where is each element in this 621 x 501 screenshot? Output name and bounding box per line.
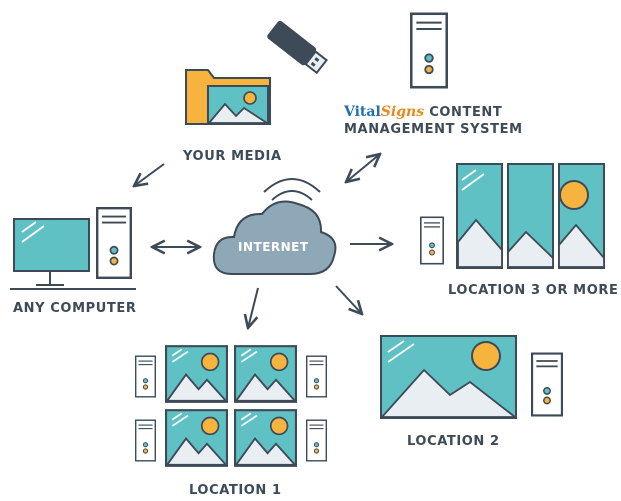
location-2-label: LOCATION 2 (407, 434, 500, 449)
server-tower-icon (531, 352, 563, 417)
display-screen-icon (165, 345, 228, 403)
usb-drive-icon (267, 20, 328, 75)
display-screen-icon (165, 409, 228, 467)
brand-vital: Vital (343, 104, 381, 120)
server-tower-icon (306, 355, 327, 398)
display-screen-icon (507, 163, 554, 269)
server-tower-icon (420, 216, 444, 265)
folder-image-icon (185, 69, 271, 125)
your-media-label: YOUR MEDIA (182, 149, 282, 164)
arrow-cloud-cms (346, 154, 380, 182)
location-3-label: LOCATION 3 OR MORE (448, 283, 618, 298)
display-screen-icon (379, 335, 518, 419)
desktop-monitor-icon (13, 218, 90, 286)
display-screen-icon (456, 163, 503, 269)
location-1-label: LOCATION 1 (189, 483, 282, 498)
server-tower-icon (135, 419, 156, 462)
brand-signs: Signs (381, 104, 424, 120)
cms-label-line2: MANAGEMENT SYSTEM (344, 122, 523, 137)
display-screen-icon (558, 163, 605, 269)
arrow-cloud-location2 (335, 285, 362, 314)
server-tower-icon (135, 355, 156, 398)
cloud-icon (212, 200, 337, 275)
display-screen-icon (234, 409, 297, 467)
arrows (134, 154, 392, 328)
wifi-icon (263, 178, 321, 201)
server-tower-icon (96, 206, 132, 280)
display-screen-icon (234, 345, 297, 403)
server-tower-icon (306, 419, 327, 462)
any-computer-label: ANY COMPUTER (13, 301, 136, 316)
internet-label: INTERNET (238, 240, 309, 254)
arrow-media-to-computer (134, 163, 165, 186)
arrow-cloud-location1 (248, 287, 259, 328)
cms-label-line1: VitalSigns CONTENT (343, 104, 502, 120)
cms-content-word: CONTENT (424, 105, 502, 120)
server-tower-icon (410, 12, 448, 89)
